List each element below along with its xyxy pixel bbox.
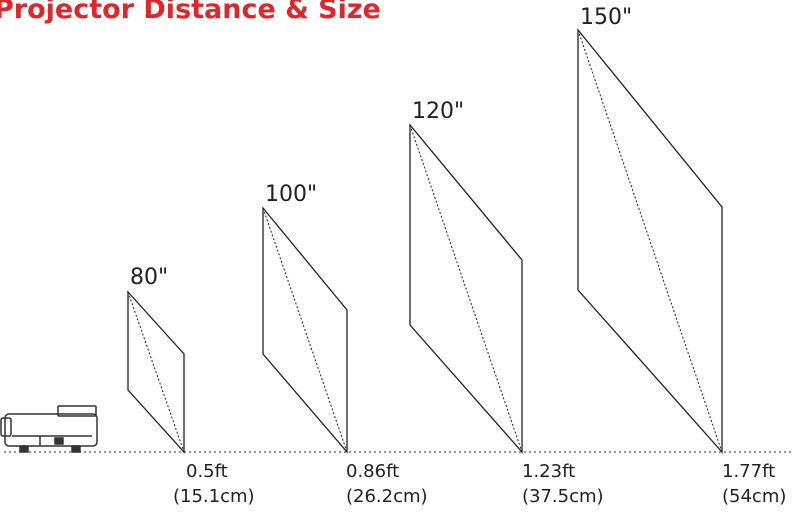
screen-80in: 80" bbox=[127, 265, 185, 454]
diagonal-line bbox=[127, 291, 185, 453]
screen-size-label: 120" bbox=[412, 99, 464, 124]
distance-cm-label: (26.2cm) bbox=[346, 486, 428, 507]
screen-outline bbox=[577, 28, 723, 454]
distance-cm-label: (15.1cm) bbox=[173, 486, 255, 507]
screen-size-label: 80" bbox=[130, 265, 168, 290]
screen-120in: 120" bbox=[409, 99, 523, 454]
diagonal-line bbox=[262, 207, 348, 453]
diagonal-line bbox=[409, 124, 523, 453]
distance-ft-label: 0.5ft bbox=[186, 461, 228, 482]
screen-outline bbox=[262, 206, 348, 454]
screen-150in: 150" bbox=[577, 5, 723, 454]
screen-size-label: 100" bbox=[265, 182, 317, 207]
distance-cm-label: (37.5cm) bbox=[522, 486, 604, 507]
distance-cm-label: (54cm) bbox=[722, 486, 786, 507]
screen-100in: 100" bbox=[262, 182, 348, 454]
diagonal-line bbox=[577, 29, 723, 453]
distance-ft-label: 0.86ft bbox=[346, 461, 399, 482]
screen-size-label: 150" bbox=[580, 5, 632, 30]
distance-ft-label: 1.23ft bbox=[522, 461, 575, 482]
projector-icon bbox=[0, 405, 98, 453]
distance-ft-label: 1.77ft bbox=[722, 461, 775, 482]
diagram-title: Projector Distance & Size bbox=[0, 0, 381, 25]
